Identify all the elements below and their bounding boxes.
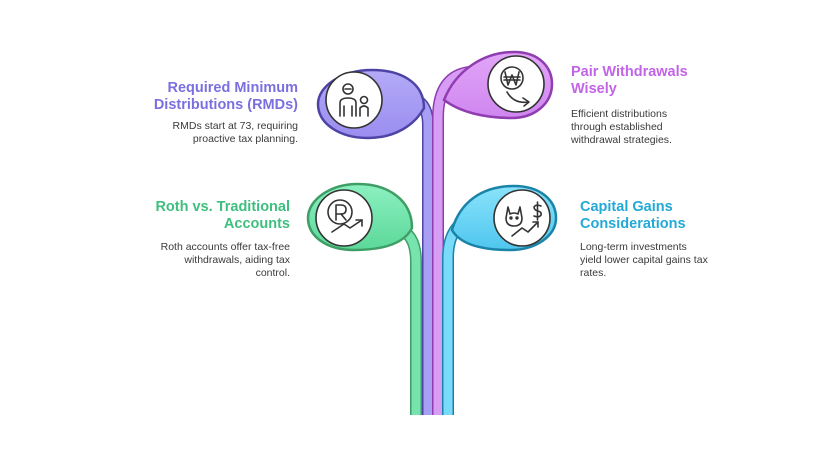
stem-roth bbox=[395, 222, 422, 415]
pair-desc-line3: withdrawal strategies. bbox=[571, 134, 672, 146]
rmd-title-line2: Distributions (RMDs) bbox=[153, 97, 298, 113]
capital-title-line2: Considerations bbox=[580, 216, 686, 232]
roth-block: Roth vs. Traditional Accounts Roth accou… bbox=[120, 199, 290, 280]
pair-desc-line1: Efficient distributions bbox=[571, 108, 668, 120]
capital-title: Capital Gains Considerations bbox=[580, 199, 730, 233]
capital-description: Long-term investments yield lower capita… bbox=[580, 241, 730, 280]
rmd-description: RMDs start at 73, requiring proactive ta… bbox=[120, 120, 298, 146]
roth-desc-line1: Roth accounts offer tax-free bbox=[160, 241, 290, 253]
roth-title-line2: Accounts bbox=[223, 216, 290, 232]
roth-desc-line3: control. bbox=[255, 267, 290, 279]
rmd-block: Required Minimum Distributions (RMDs) RM… bbox=[120, 80, 298, 146]
capital-title-line1: Capital Gains bbox=[580, 199, 673, 215]
roth-title-line1: Roth vs. Traditional bbox=[155, 199, 290, 215]
rmd-title: Required Minimum Distributions (RMDs) bbox=[120, 80, 298, 114]
pair-title: Pair Withdrawals Wisely bbox=[571, 64, 721, 98]
rmd-title-line1: Required Minimum bbox=[167, 80, 298, 96]
capital-desc-line1: Long-term investments bbox=[580, 241, 687, 253]
pair-desc-line2: through established bbox=[571, 121, 663, 133]
capital-desc-line2: yield lower capital gains tax bbox=[580, 254, 708, 266]
roth-description: Roth accounts offer tax-free withdrawals… bbox=[120, 241, 290, 280]
pair-description: Efficient distributions through establis… bbox=[571, 108, 721, 147]
cat-dollar-growth-icon bbox=[505, 201, 542, 237]
roth-desc-line2: withdrawals, aiding tax bbox=[184, 254, 290, 266]
capital-block: Capital Gains Considerations Long-term i… bbox=[580, 199, 730, 280]
pair-block: Pair Withdrawals Wisely Efficient distri… bbox=[571, 64, 721, 147]
rmd-desc-line1: RMDs start at 73, requiring bbox=[172, 120, 298, 132]
rmd-desc-line2: proactive tax planning. bbox=[192, 133, 298, 145]
rupee-growth-icon bbox=[327, 199, 363, 233]
roth-title: Roth vs. Traditional Accounts bbox=[120, 199, 290, 233]
people-icon bbox=[339, 83, 369, 117]
pair-title-line2: Wisely bbox=[571, 81, 617, 97]
won-coin-icon bbox=[500, 66, 530, 107]
pair-title-line1: Pair Withdrawals bbox=[571, 64, 688, 80]
capital-desc-line3: rates. bbox=[580, 267, 607, 279]
